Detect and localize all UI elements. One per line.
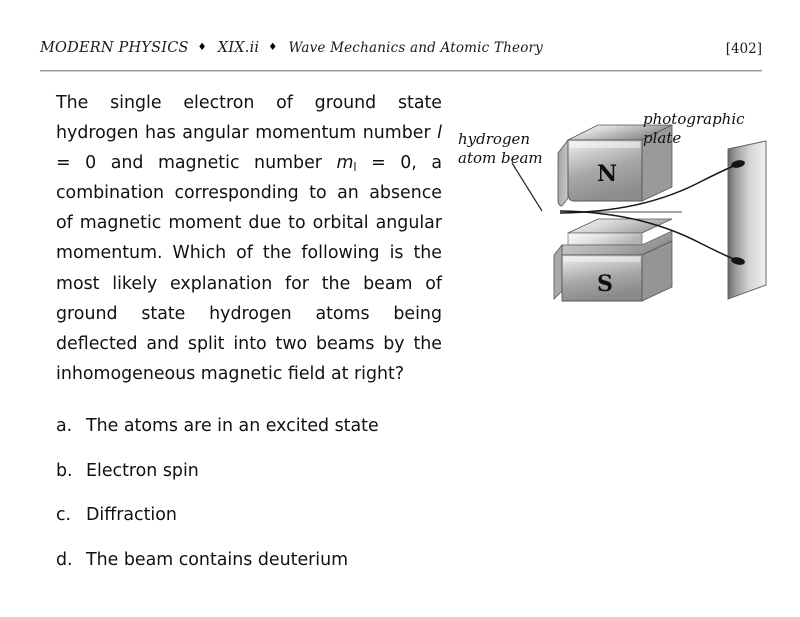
hydrogen-beam-label: hydrogen atom beam xyxy=(458,130,543,168)
magnet-north-front-face xyxy=(567,139,643,202)
header-divider xyxy=(40,70,762,72)
magnet-south-front-face xyxy=(561,254,643,302)
option-letter-c: c. xyxy=(56,505,72,525)
hydrogen-beam-label-line1: hydrogen xyxy=(458,130,531,148)
beam-split-upper xyxy=(559,164,737,214)
symbol-l: l xyxy=(437,123,442,144)
option-text-b: Electron spin xyxy=(86,460,199,481)
magnet-south-label: S xyxy=(597,271,613,297)
answer-option-d[interactable]: d. The beam contains deuterium xyxy=(56,549,476,571)
page-number: [402] xyxy=(725,41,762,57)
question-text-part1: The single electron of ground state hydr… xyxy=(56,93,442,144)
beam-spot-lower xyxy=(731,257,745,265)
section-title: Wave Mechanics and Atomic Theory xyxy=(288,40,544,56)
answer-option-b[interactable]: b. Electron spin xyxy=(56,460,476,482)
stern-gerlach-diagram: N S xyxy=(450,105,790,310)
answer-option-a[interactable]: a. The atoms are in an excited state xyxy=(56,415,476,437)
option-letter-a: a. xyxy=(56,416,73,436)
option-letter-b: b. xyxy=(56,460,73,481)
header-separator-icon: ♦ xyxy=(197,42,207,53)
photographic-plate-label-line2: plate xyxy=(643,129,682,147)
symbol-m-subscript: l xyxy=(353,160,357,175)
magnet-north: N xyxy=(557,124,673,207)
magnet-north-highlight xyxy=(570,142,640,148)
answer-options-list: a. The atoms are in an excited state b. … xyxy=(56,415,476,593)
photographic-plate-label: photographic plate xyxy=(643,110,745,148)
option-text-d: The beam contains deuterium xyxy=(86,549,349,570)
magnet-south-side-face xyxy=(553,243,563,300)
symbol-m: m xyxy=(336,153,354,174)
beam-split-lower xyxy=(559,210,737,261)
option-letter-d: d. xyxy=(56,549,73,570)
magnet-north-side-face xyxy=(557,138,569,207)
hydrogen-beam-label-line2: atom beam xyxy=(458,149,543,167)
book-title: MODERN PHYSICS xyxy=(40,40,189,56)
answer-option-c[interactable]: c. Diffraction xyxy=(56,504,476,526)
beam-label-leader-line xyxy=(511,162,543,212)
magnet-south-highlight xyxy=(564,257,640,262)
magnet-north-label: N xyxy=(597,161,617,187)
question-text-part2: = 0 and magnetic number xyxy=(56,153,337,174)
question-text-part3: = 0, a combination corresponding to an a… xyxy=(56,153,443,384)
option-text-c: Diffraction xyxy=(86,505,177,525)
magnet-south: S xyxy=(553,218,673,302)
beam-paths xyxy=(452,160,745,265)
option-text-a: The atoms are in an excited state xyxy=(86,416,379,436)
photographic-plate-label-line1: photographic xyxy=(643,110,745,128)
question-paragraph: The single electron of ground state hydr… xyxy=(56,88,442,389)
header-separator-icon-2: ♦ xyxy=(268,42,278,53)
chapter-number: XIX.ii xyxy=(217,40,260,56)
magnet-south-groove-left xyxy=(567,232,643,246)
header-breadcrumb: MODERN PHYSICS ♦ XIX.ii ♦ Wave Mechanics and… xyxy=(40,40,543,56)
beam-spot-upper xyxy=(731,160,745,168)
stern-gerlach-svg: N S xyxy=(452,124,767,302)
page-header: MODERN PHYSICS ♦ XIX.ii ♦ Wave Mechanics and… xyxy=(40,40,762,66)
